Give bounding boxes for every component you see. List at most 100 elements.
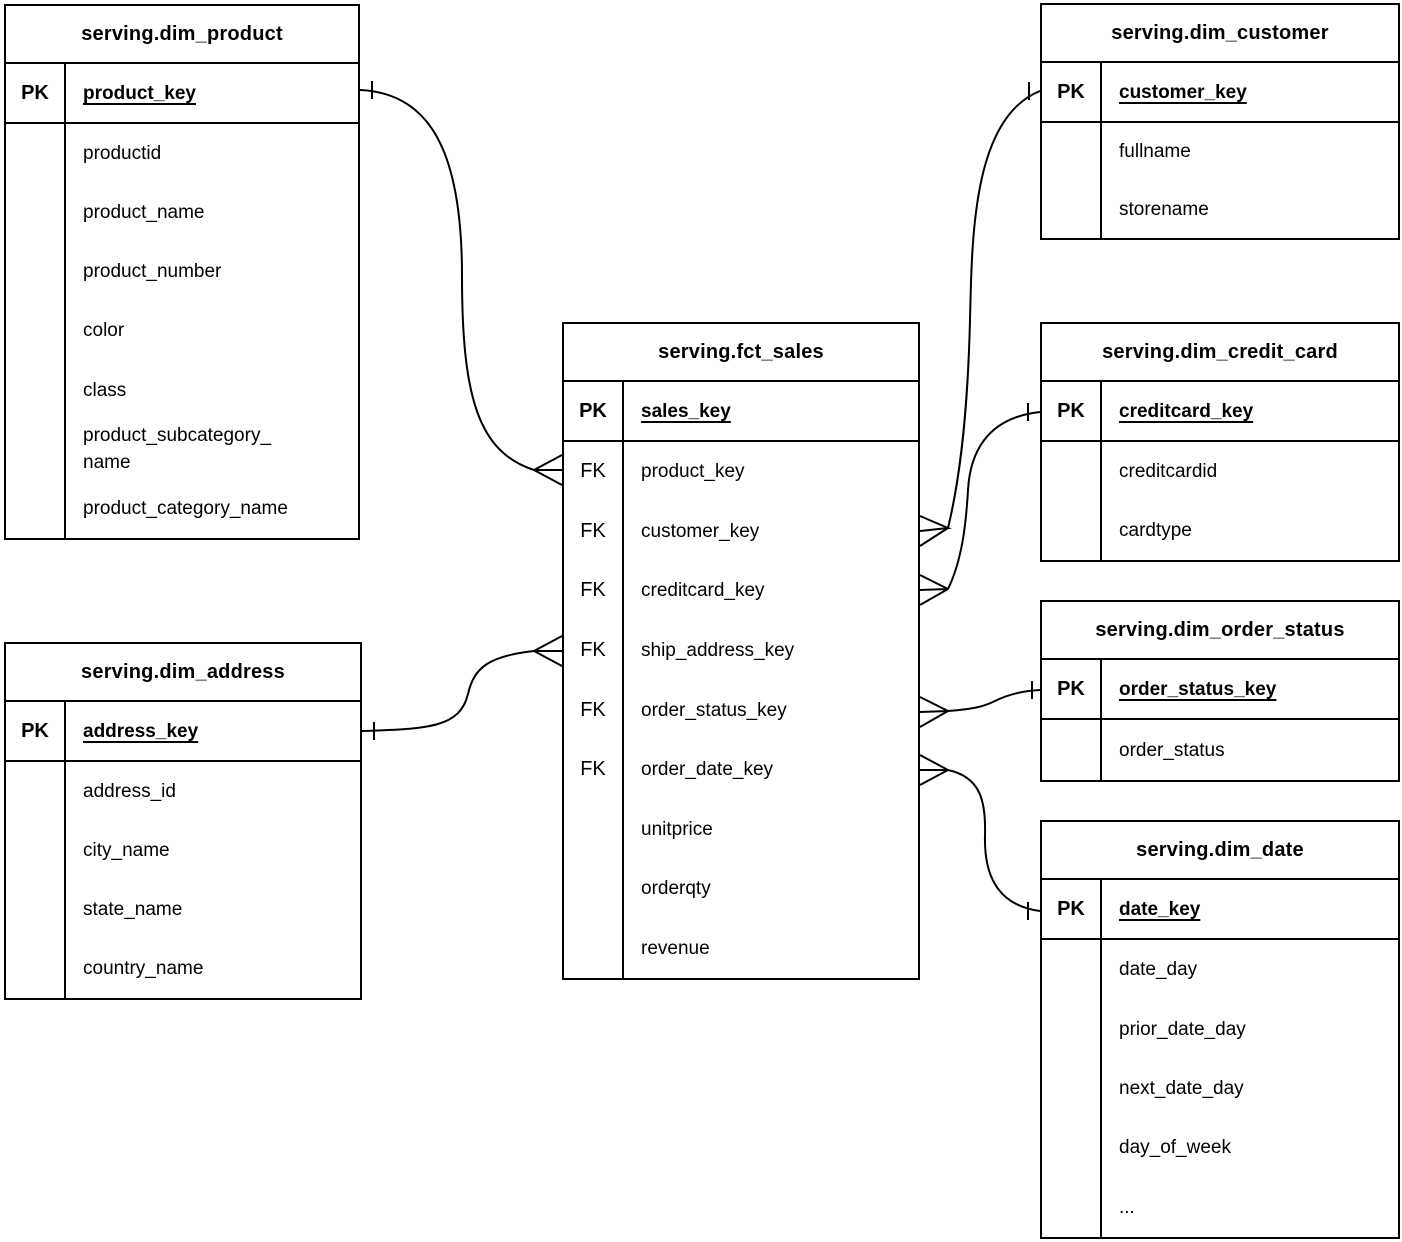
field-name: prior_date_day [1119, 1018, 1246, 1040]
field-name: class [83, 379, 127, 401]
table-row: product_category_name [6, 478, 358, 538]
relationship-line [947, 411, 1041, 590]
table-title: serving.dim_date [1042, 822, 1398, 880]
table-row: PK sales_key [564, 382, 918, 442]
key-label [1042, 1177, 1102, 1238]
field-name: date_day [1119, 959, 1198, 981]
table-row: creditcardid [1042, 442, 1398, 501]
key-label [564, 858, 624, 919]
crows-foot-many-icon [919, 515, 952, 547]
table-title: serving.dim_order_status [1042, 602, 1398, 660]
key-label [6, 183, 66, 243]
key-label [6, 124, 66, 184]
key-label [1042, 180, 1102, 238]
field-name: product_subcategory_ name [83, 425, 272, 474]
table-row: PK product_key [6, 64, 358, 124]
rel-fct-sales-to-dim-date [919, 754, 1041, 920]
field-name: product_number [83, 261, 222, 283]
field-name: day_of_week [1119, 1137, 1231, 1159]
field-name: unitprice [641, 818, 713, 840]
crows-foot-many-icon [533, 635, 563, 667]
pk-label: PK [1042, 880, 1102, 938]
field-name: order_status_key [641, 699, 787, 721]
fk-label: FK [564, 739, 624, 800]
key-label [1042, 720, 1102, 780]
table-body: productid product_name product_number co… [6, 124, 358, 538]
relationship-line [947, 689, 1041, 712]
field-name: ... [1119, 1196, 1135, 1218]
key-label [6, 360, 66, 420]
fk-label: FK [564, 561, 624, 621]
relationship-line [947, 90, 1041, 529]
rel-fct-sales-to-dim-address [361, 635, 563, 740]
pk-field-name: customer_key [1119, 81, 1247, 103]
relationship-line [947, 769, 1041, 912]
field-name: productid [83, 143, 162, 165]
field-name: color [83, 320, 125, 342]
table-row: city_name [6, 821, 360, 880]
key-label [1042, 501, 1102, 560]
field-name: product_category_name [83, 497, 288, 519]
pk-label: PK [1042, 660, 1102, 718]
field-name: orderqty [641, 878, 711, 900]
key-label [6, 242, 66, 302]
table-row: FK order_status_key [564, 680, 918, 740]
fk-label: FK [564, 620, 624, 681]
table-title: serving.dim_credit_card [1042, 324, 1398, 382]
crows-foot-many-icon [919, 696, 949, 728]
key-label [6, 478, 66, 538]
field-name: country_name [83, 958, 204, 979]
key-label [6, 301, 66, 361]
table-row: revenue [564, 918, 918, 979]
rel-fct-sales-to-dim-credit-card [919, 403, 1041, 606]
table-row: prior_date_day [1042, 999, 1398, 1059]
pk-field-name: product_key [83, 82, 196, 104]
table-row: PK address_key [6, 702, 360, 762]
field-name: city_name [83, 840, 170, 861]
key-label [564, 918, 624, 979]
table-row: product_subcategory_ name [6, 419, 358, 479]
key-label [564, 799, 624, 859]
key-label [1042, 442, 1102, 501]
pk-field-name: address_key [83, 720, 199, 742]
field-name: fullname [1119, 141, 1191, 163]
pk-field-name: sales_key [641, 400, 731, 422]
table-title: serving.fct_sales [564, 324, 918, 382]
key-label [1042, 999, 1102, 1059]
table-row: product_name [6, 183, 358, 243]
table-body: address_id city_name state_name country_… [6, 762, 360, 998]
fk-label: FK [564, 680, 624, 740]
pk-field-name: date_key [1119, 898, 1201, 920]
table-row: day_of_week [1042, 1118, 1398, 1178]
field-name: next_date_day [1119, 1078, 1244, 1100]
rel-fct-sales-to-dim-order-status [919, 681, 1041, 728]
table-row: color [6, 301, 358, 361]
table-body: order_status [1042, 720, 1398, 780]
field-name: state_name [83, 899, 183, 920]
crows-foot-many-icon [533, 454, 563, 486]
table-row: unitprice [564, 799, 918, 859]
pk-field-name: order_status_key [1119, 678, 1277, 700]
field-name: address_id [83, 781, 176, 802]
table-serving-dim-customer: serving.dim_customer PK customer_key ful… [1040, 3, 1400, 240]
table-title: serving.dim_address [6, 644, 360, 702]
crows-foot-many-icon [919, 574, 949, 606]
rel-fct-sales-to-dim-customer [919, 82, 1041, 547]
field-name: customer_key [641, 520, 760, 542]
table-body: creditcardid cardtype [1042, 442, 1398, 560]
table-row: PK creditcard_key [1042, 382, 1398, 442]
key-label [6, 880, 66, 939]
table-row: PK order_status_key [1042, 660, 1398, 720]
table-title: serving.dim_customer [1042, 5, 1398, 63]
key-label [1042, 940, 1102, 1000]
table-serving-dim-product: serving.dim_product PK product_key produ… [4, 4, 360, 540]
rel-fct-sales-to-dim-product [359, 81, 563, 486]
table-serving-dim-address: serving.dim_address PK address_key addre… [4, 642, 362, 1000]
table-row: class [6, 360, 358, 420]
field-name: cardtype [1119, 520, 1192, 541]
